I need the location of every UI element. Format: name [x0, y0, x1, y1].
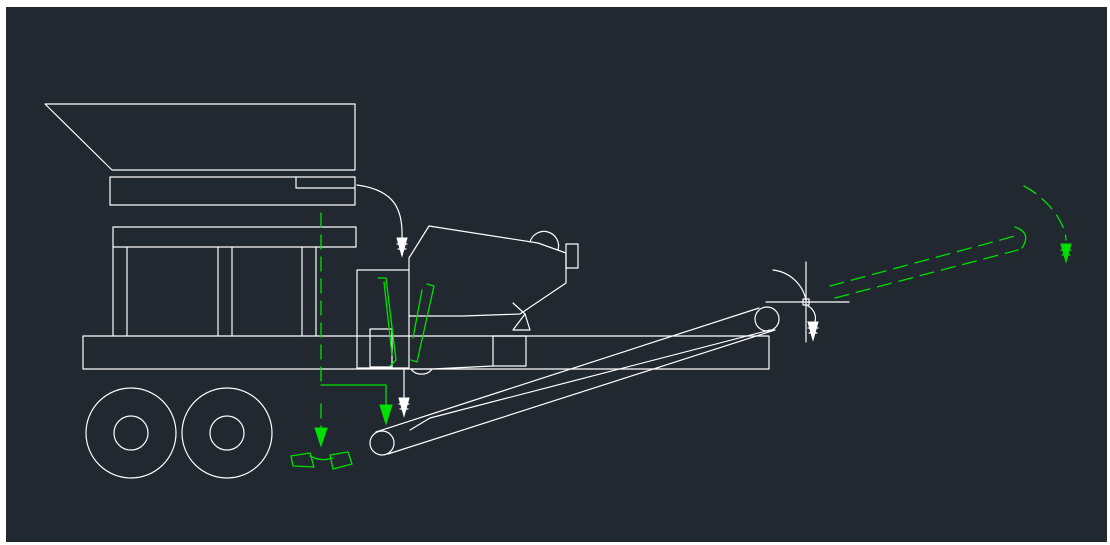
discharge-conveyor [369, 306, 780, 456]
side-conveyor-trough [290, 451, 353, 470]
wheel-rear [181, 387, 273, 479]
feed-arrow [356, 184, 408, 258]
support-frame [112, 226, 357, 337]
crusher-discharge-arrow [398, 369, 410, 418]
wheel-front [85, 387, 177, 479]
vibrating-feeder [109, 176, 356, 206]
stockpile-conveyor [829, 185, 1072, 299]
drawing-canvas[interactable] [6, 7, 1107, 542]
drawing-viewport[interactable] [6, 7, 1107, 542]
trailer-chassis [82, 335, 770, 370]
hopper [44, 103, 356, 171]
jaw-plates [377, 277, 435, 367]
fines-bypass-path [314, 212, 393, 448]
crosshair-icon[interactable] [765, 261, 850, 343]
crusher-body [356, 225, 579, 375]
